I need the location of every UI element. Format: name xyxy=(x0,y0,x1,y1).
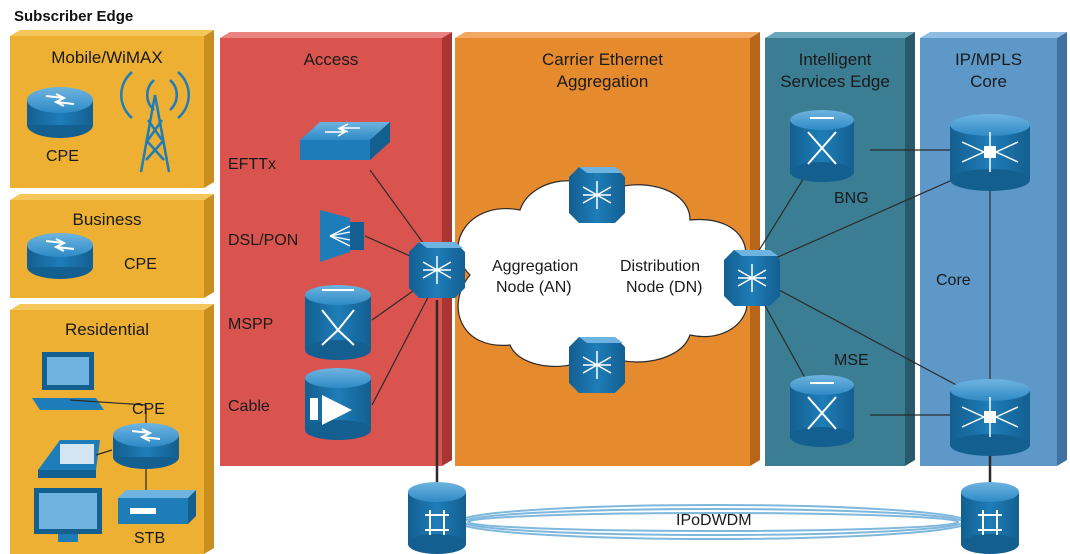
distribution-node-label-line1: Distribution xyxy=(620,258,701,275)
cloud-bottom-switch-icon xyxy=(569,337,625,393)
aggregation-node-switch-icon xyxy=(409,242,465,298)
mobile-cpe-router-icon xyxy=(27,87,93,138)
desktop-computer-icon xyxy=(32,352,147,423)
residential-cpe-router-icon xyxy=(113,423,179,469)
bng-router-icon xyxy=(790,110,854,182)
optical-node-left-icon xyxy=(408,482,466,554)
ipodwdm-label: IPoDWDM xyxy=(676,512,752,529)
mse-label: MSE xyxy=(834,352,869,369)
mobile-cpe-label: CPE xyxy=(46,148,79,165)
access-label-cable: Cable xyxy=(228,398,270,415)
mspp-device-icon xyxy=(305,285,371,360)
ethernet-switch-icon xyxy=(300,122,390,160)
business-cpe-router-icon xyxy=(27,233,93,279)
set-top-box-icon xyxy=(118,469,196,524)
ise-panel-title-line2: Services Edge xyxy=(780,72,890,91)
cell-tower-icon xyxy=(120,71,190,173)
telephone-icon xyxy=(38,440,113,478)
access-label-dsl-pon: DSL/PON xyxy=(228,232,299,249)
core-panel-title-line2: Core xyxy=(970,72,1007,91)
residential-panel-title: Residential xyxy=(64,320,150,339)
aggregation-panel-title-line2: Aggregation xyxy=(556,72,649,91)
distribution-node-switch-icon xyxy=(724,250,780,306)
ise-panel-title-line1: Intelligent xyxy=(798,50,872,69)
cloud-top-switch-icon xyxy=(569,167,625,223)
television-icon xyxy=(34,488,102,542)
mobile-panel-title: Mobile/WiMAX xyxy=(51,48,163,67)
residential-cpe-label: CPE xyxy=(132,401,165,418)
diagram-title: Subscriber Edge xyxy=(14,8,134,25)
bng-label: BNG xyxy=(834,190,869,207)
aggregation-node-label-line2: Node (AN) xyxy=(496,279,572,296)
aggregation-node-label-line1: Aggregation xyxy=(492,258,579,275)
distribution-node-label-line2: Node (DN) xyxy=(626,279,703,296)
core-panel-title-line1: IP/MPLS xyxy=(954,50,1023,69)
dsl-pon-device-icon xyxy=(320,210,364,262)
mse-router-icon xyxy=(790,375,854,447)
optical-node-right-icon xyxy=(961,482,1019,554)
access-label-efttx: EFTTx xyxy=(228,156,276,173)
aggregation-panel-title-line1: Carrier Ethernet xyxy=(542,50,663,69)
core-router-bottom-icon xyxy=(950,379,1030,456)
core-router-top-icon xyxy=(950,114,1030,191)
cable-cmts-icon xyxy=(305,368,371,440)
access-label-mspp: MSPP xyxy=(228,316,274,333)
access-panel-title: Access xyxy=(303,50,359,69)
business-panel-title: Business xyxy=(72,210,142,229)
stb-label: STB xyxy=(134,530,166,547)
access-panel xyxy=(220,32,452,466)
business-cpe-label: CPE xyxy=(124,256,157,273)
core-label: Core xyxy=(936,272,971,289)
